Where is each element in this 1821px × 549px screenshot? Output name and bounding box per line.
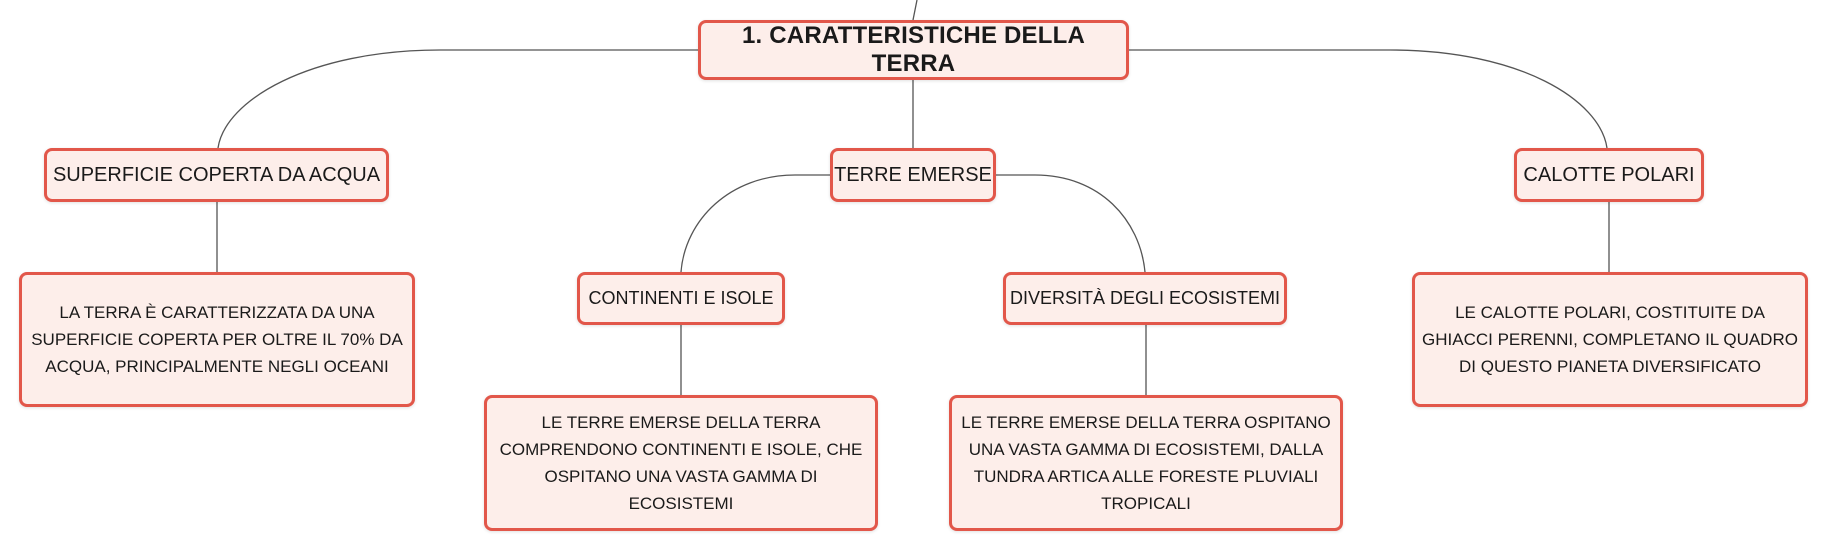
- node-ecosystems-title[interactable]: DIVERSITÀ DEGLI ECOSISTEMI: [1003, 272, 1287, 325]
- node-polar-title[interactable]: CALOTTE POLARI: [1514, 148, 1704, 202]
- node-continents-text[interactable]: LE TERRE EMERSE DELLA TERRA COMPRENDONO …: [484, 395, 878, 531]
- node-water-title[interactable]: SUPERFICIE COPERTA DA ACQUA: [44, 148, 389, 202]
- connector-root-polar: [1128, 49, 1608, 149]
- node-ecosystems-text[interactable]: LE TERRE EMERSE DELLA TERRA OSPITANO UNA…: [949, 395, 1343, 531]
- node-water-text[interactable]: LA TERRA È CARATTERIZZATA DA UNA SUPERFI…: [19, 272, 415, 407]
- connector-parent-root: [912, 0, 918, 21]
- root-node[interactable]: 1. CARATTERISTICHE DELLA TERRA: [698, 20, 1129, 80]
- connector-land-continents: [680, 174, 830, 273]
- connector-root-water: [217, 49, 698, 149]
- node-polar-text[interactable]: LE CALOTTE POLARI, COSTITUITE DA GHIACCI…: [1412, 272, 1808, 407]
- connector-land-ecosystems: [996, 174, 1146, 273]
- node-continents-title[interactable]: CONTINENTI E ISOLE: [577, 272, 785, 325]
- node-land-title[interactable]: TERRE EMERSE: [830, 148, 996, 202]
